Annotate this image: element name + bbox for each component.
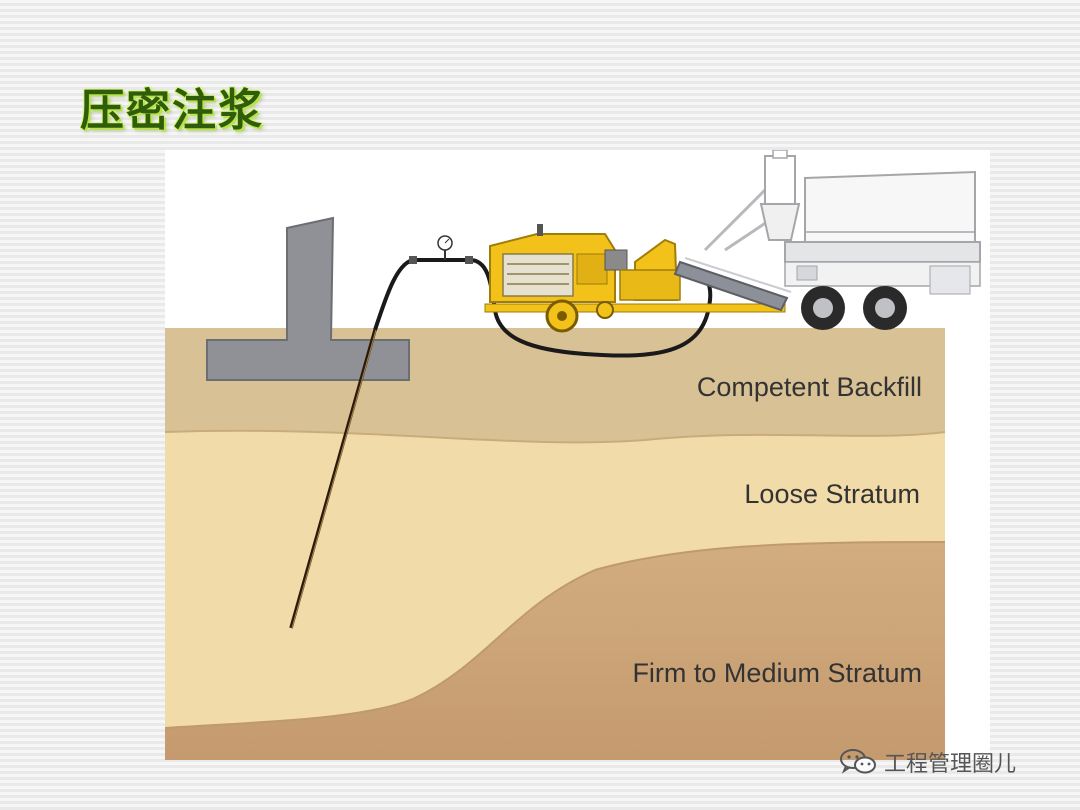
injection-pipe xyxy=(289,329,377,629)
slide-title: 压密注浆 xyxy=(80,85,264,136)
mixer-chute xyxy=(673,257,792,312)
watermark: 工程管理圈儿 xyxy=(838,746,1016,778)
compaction-grouting-diagram: Competent Backfill Loose Stratum Firm to… xyxy=(165,150,990,760)
firm-stratum-layer xyxy=(165,542,945,760)
label-firm-medium-stratum: Firm to Medium Stratum xyxy=(632,658,922,688)
mixer-truck xyxy=(703,150,981,330)
watermark-text: 工程管理圈儿 xyxy=(884,752,1017,777)
label-loose-stratum: Loose Stratum xyxy=(744,479,920,509)
pressure-gauge xyxy=(409,235,473,264)
label-competent-backfill: Competent Backfill xyxy=(696,372,922,402)
wechat-icon xyxy=(838,747,878,777)
building-foundation xyxy=(206,216,410,381)
grout-pump-trailer xyxy=(484,224,786,333)
